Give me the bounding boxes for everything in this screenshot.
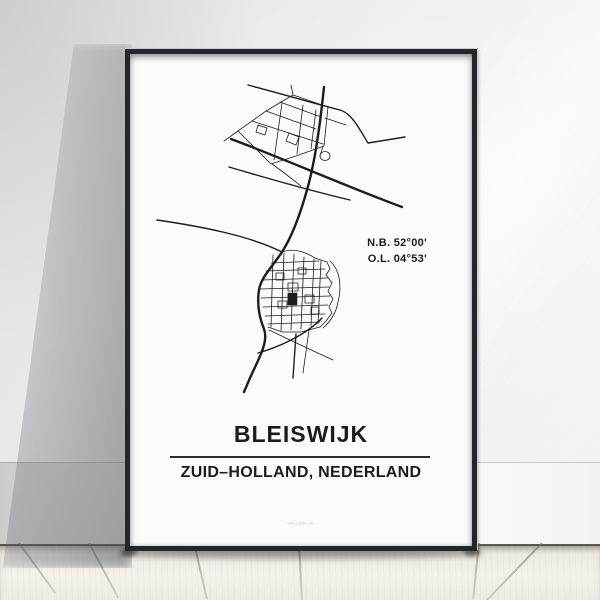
longitude-text: O.L. 04°53'	[367, 253, 427, 265]
poster-subtitle: ZUID–HOLLAND, NEDERLAND	[180, 464, 422, 481]
coordinates-block: N.B. 52°00' O.L. 04°53'	[367, 235, 427, 267]
frame-foot-shadow	[121, 548, 137, 556]
poster-title: BLEISWIJK	[233, 421, 369, 447]
latitude-text: N.B. 52°00'	[367, 237, 427, 249]
floor-plank-seam	[482, 542, 543, 600]
frame-foot-shadow	[464, 548, 480, 556]
map-poster: N.B. 52°00' O.L. 04°53' BLEISWIJK ZUID–H…	[130, 54, 472, 546]
title-divider	[170, 456, 430, 458]
brand-text: WALLIBRI.NL	[287, 522, 315, 526]
city-map-drawing	[156, 84, 406, 394]
frame-floor-shadow	[116, 549, 482, 559]
poster-frame: N.B. 52°00' O.L. 04°53' BLEISWIJK ZUID–H…	[125, 49, 477, 551]
